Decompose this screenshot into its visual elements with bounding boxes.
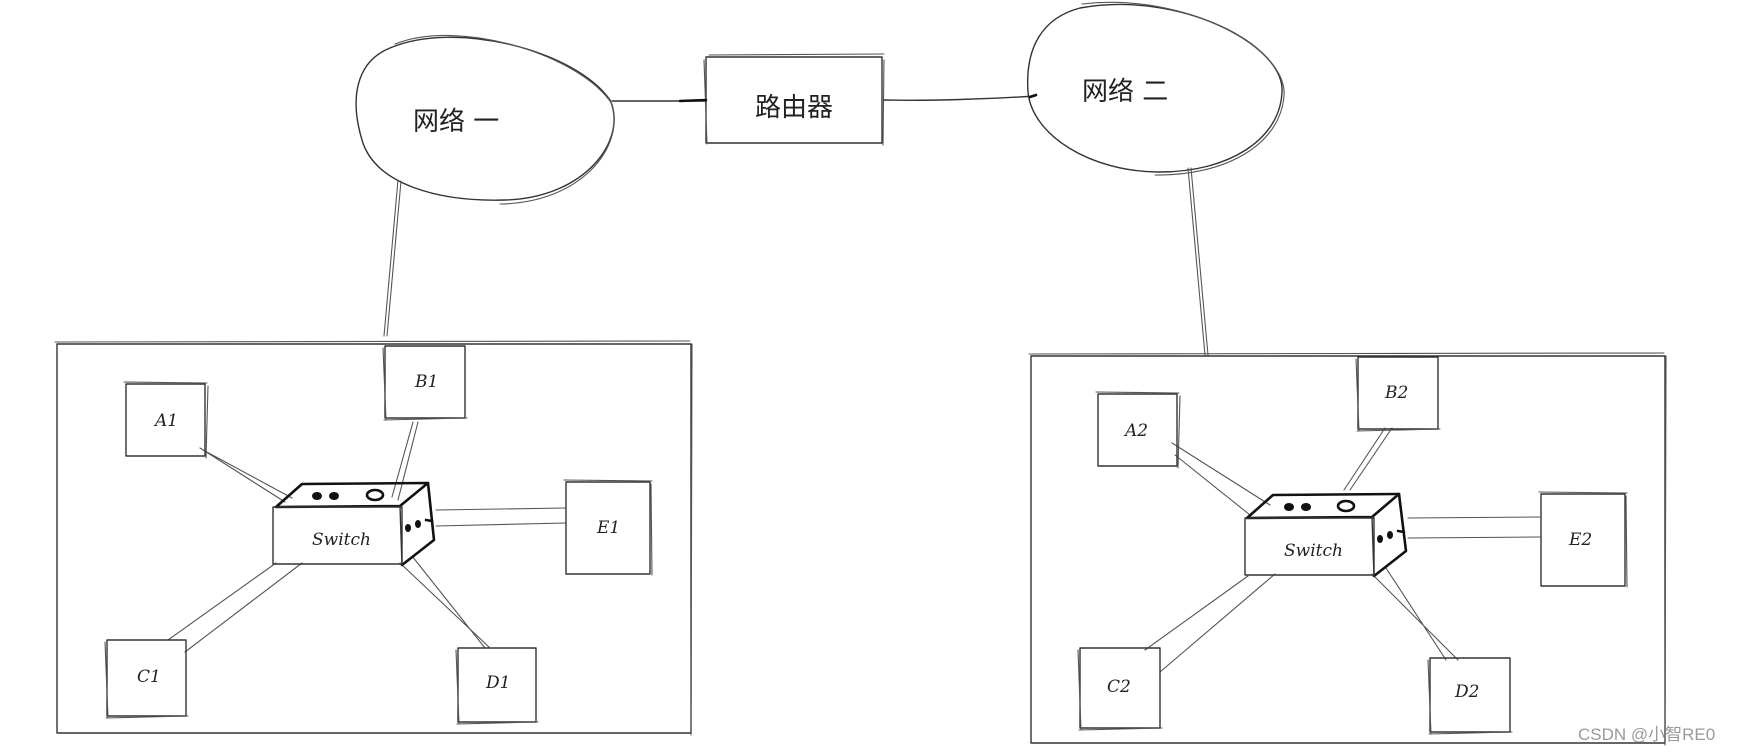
host-e2-label: E2 (1568, 530, 1592, 550)
host-a1: A1 (123, 381, 209, 459)
switch-2-led-icon (1301, 503, 1311, 511)
router-box: 路由器 (703, 53, 885, 146)
switch-1-led-icon (329, 492, 339, 500)
watermark: CSDN @小智RE0 (1578, 725, 1715, 744)
switch-1-label: Switch (312, 530, 371, 550)
lan-2-links (1144, 427, 1541, 673)
host-d1-label: D1 (485, 673, 510, 693)
lan-1-links (167, 421, 567, 653)
switch-2-label: Switch (1284, 541, 1343, 561)
uplink-2 (1187, 167, 1209, 356)
switch-1-led-icon (312, 492, 322, 500)
switch-1-port-icon (365, 488, 385, 502)
switch-1-port-icon (405, 524, 411, 532)
host-e2: E2 (1538, 491, 1628, 588)
host-d2: D2 (1427, 657, 1513, 735)
router-links (611, 93, 1038, 103)
network-1-label: 网络 一 (413, 107, 499, 137)
switch-2: Switch (1244, 492, 1408, 578)
host-d1: D1 (455, 647, 539, 725)
router-label: 路由器 (755, 93, 833, 123)
host-c1: C1 (104, 639, 189, 719)
host-e1: E1 (563, 479, 653, 576)
host-b1: B1 (382, 345, 468, 421)
switch-2-port-icon (1377, 535, 1383, 543)
host-d2-label: D2 (1454, 682, 1479, 702)
network-2-label: 网络 二 (1082, 77, 1168, 107)
switch-2-port-icon (1387, 531, 1393, 539)
host-e1-label: E1 (596, 518, 620, 538)
lan-2: A2 B2 E2 C2 D2 (1028, 352, 1667, 746)
host-a2-label: A2 (1123, 421, 1148, 441)
host-a2: A2 (1095, 391, 1181, 469)
host-c2-label: C2 (1107, 677, 1131, 697)
lan-1: A1 B1 E1 C1 D1 (54, 340, 693, 736)
host-c1-label: C1 (137, 667, 161, 687)
switch-2-led-icon (1284, 503, 1294, 511)
uplink-1 (383, 179, 402, 337)
host-b2-label: B2 (1384, 383, 1408, 403)
network-1-cloud: 网络 一 (355, 34, 615, 205)
switch-1-port-icon (415, 520, 421, 528)
switch-1: Switch (272, 481, 436, 567)
host-c2: C2 (1077, 647, 1163, 731)
switch-2-port-icon (1336, 499, 1356, 513)
host-a1-label: A1 (153, 411, 178, 431)
network-2-cloud: 网络 二 (1026, 1, 1285, 176)
host-b2: B2 (1355, 356, 1441, 432)
host-b1-label: B1 (414, 372, 438, 392)
